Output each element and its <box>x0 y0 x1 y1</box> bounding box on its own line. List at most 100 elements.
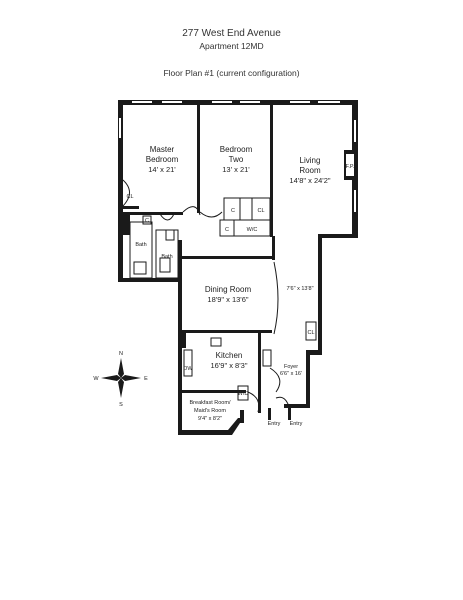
bedroom-two-label-2: Two <box>229 155 244 164</box>
address-title: 277 West End Avenue <box>182 28 281 39</box>
wall-dining-top <box>182 256 274 259</box>
compass-n: N <box>119 351 123 357</box>
door-swing <box>199 211 223 218</box>
wall-foyer-bottom <box>284 404 310 408</box>
wall-gallery-right <box>318 234 322 354</box>
wall-foyer-right <box>306 350 310 408</box>
wall-master-closet <box>123 206 139 209</box>
wall-step <box>310 350 322 355</box>
wall-bath-bottom <box>118 278 178 282</box>
closet-c-label: C <box>231 208 235 214</box>
wall-bath-column <box>120 215 130 235</box>
closet-c-box <box>165 229 175 241</box>
window <box>132 101 152 103</box>
compass-s: S <box>119 402 123 408</box>
wall-bed2-living <box>270 105 273 237</box>
wall-bottom-left <box>178 430 230 435</box>
wall-bottom-angle <box>228 418 244 435</box>
wall-left <box>118 100 123 282</box>
wd-box <box>237 385 249 401</box>
breakfast-room-label-2: Maid's Room <box>194 408 226 414</box>
window <box>290 101 310 103</box>
fireplace-opening <box>346 154 354 176</box>
wall-kitchen-right <box>258 333 261 413</box>
window <box>162 101 182 103</box>
bath-2-label: Bath <box>161 254 172 260</box>
kitchen-counter <box>183 349 193 377</box>
entry-jamb <box>268 408 271 420</box>
door-swing <box>247 391 260 413</box>
window <box>212 101 232 103</box>
living-room-dims: 14'8" x 24'2" <box>289 176 330 185</box>
foyer-closet-label: CL <box>307 330 314 336</box>
apartment-subtitle: Apartment 12MD <box>199 41 264 51</box>
compass-e: E <box>144 376 148 382</box>
foyer-dims: 6'6" x 16' <box>280 371 302 377</box>
gallery-dims: 7'6" x 13'8" <box>286 286 313 292</box>
dw-label: DW <box>183 366 193 372</box>
bedroom-two-dims: 13' x 21' <box>222 165 250 174</box>
wall-dining-bottom <box>182 330 272 333</box>
closet-curve <box>122 179 130 207</box>
master-bedroom-dims: 14' x 21' <box>148 165 176 174</box>
compass-w: W <box>93 376 99 382</box>
door-swing <box>159 213 175 221</box>
kitchen-label: Kitchen <box>216 351 243 360</box>
fireplace-label: F.P. <box>346 164 355 170</box>
master-bedroom-label-1: Master <box>150 145 175 154</box>
window <box>119 118 121 138</box>
plan-title: Floor Plan #1 (current configuration) <box>163 68 300 78</box>
door-swing <box>269 367 281 393</box>
wd-label: W/D <box>238 391 249 397</box>
foyer-closet <box>305 321 317 341</box>
foyer-label: Foyer <box>284 364 298 370</box>
bedroom-two-label-1: Bedroom <box>220 145 253 154</box>
wall-maid-right <box>240 410 244 422</box>
compass-rose: N S W E <box>93 351 148 408</box>
closet-c-label: C <box>225 227 229 233</box>
dining-bay <box>273 261 279 335</box>
wall-master-bed2 <box>197 105 200 213</box>
window <box>354 190 356 212</box>
living-room-label-1: Living <box>300 156 321 165</box>
wall-living-bottom <box>318 234 358 238</box>
breakfast-room-label-1: Breakfast Room/ <box>190 400 231 406</box>
bath-1-outline <box>129 221 153 279</box>
wall-top <box>118 100 358 105</box>
dining-room-dims: 18'9" x 13'6" <box>207 295 248 304</box>
compass-west-arrow <box>101 375 121 381</box>
master-bedroom-label-2: Bedroom <box>146 155 179 164</box>
wall-kitchen-bottom <box>182 390 246 393</box>
fridge <box>262 349 272 367</box>
wic-box <box>233 219 271 237</box>
closet-c-label: C <box>145 218 149 224</box>
door-swing <box>182 206 201 216</box>
compass-east-arrow <box>121 375 141 381</box>
living-room-label-2: Room <box>299 166 321 175</box>
kitchen-range <box>210 337 222 347</box>
window <box>240 101 260 103</box>
door-swing <box>275 396 291 411</box>
window <box>354 120 356 142</box>
dining-room-label: Dining Room <box>205 285 252 294</box>
tub <box>133 261 147 275</box>
shower <box>159 257 171 273</box>
bath-1-label: Bath <box>135 242 146 248</box>
wall-master-bottom <box>123 212 183 215</box>
closet-c-box <box>142 215 152 225</box>
entry-label-2: Entry <box>290 421 303 427</box>
compass-north-arrow <box>118 358 124 378</box>
kitchen-pillar <box>178 330 186 348</box>
master-closet-label: CL <box>126 194 133 200</box>
window <box>318 101 340 103</box>
entry-label-1: Entry <box>268 421 281 427</box>
breakfast-room-dims: 9'4" x 8'2" <box>198 416 222 422</box>
entry-jamb <box>288 408 291 420</box>
wall-hall-right <box>272 236 275 260</box>
kitchen-dims: 16'9" x 8'3" <box>211 361 248 370</box>
compass-south-arrow <box>118 378 124 398</box>
closet-cl-label: CL <box>257 208 264 214</box>
wic-label: W/C <box>247 227 258 233</box>
